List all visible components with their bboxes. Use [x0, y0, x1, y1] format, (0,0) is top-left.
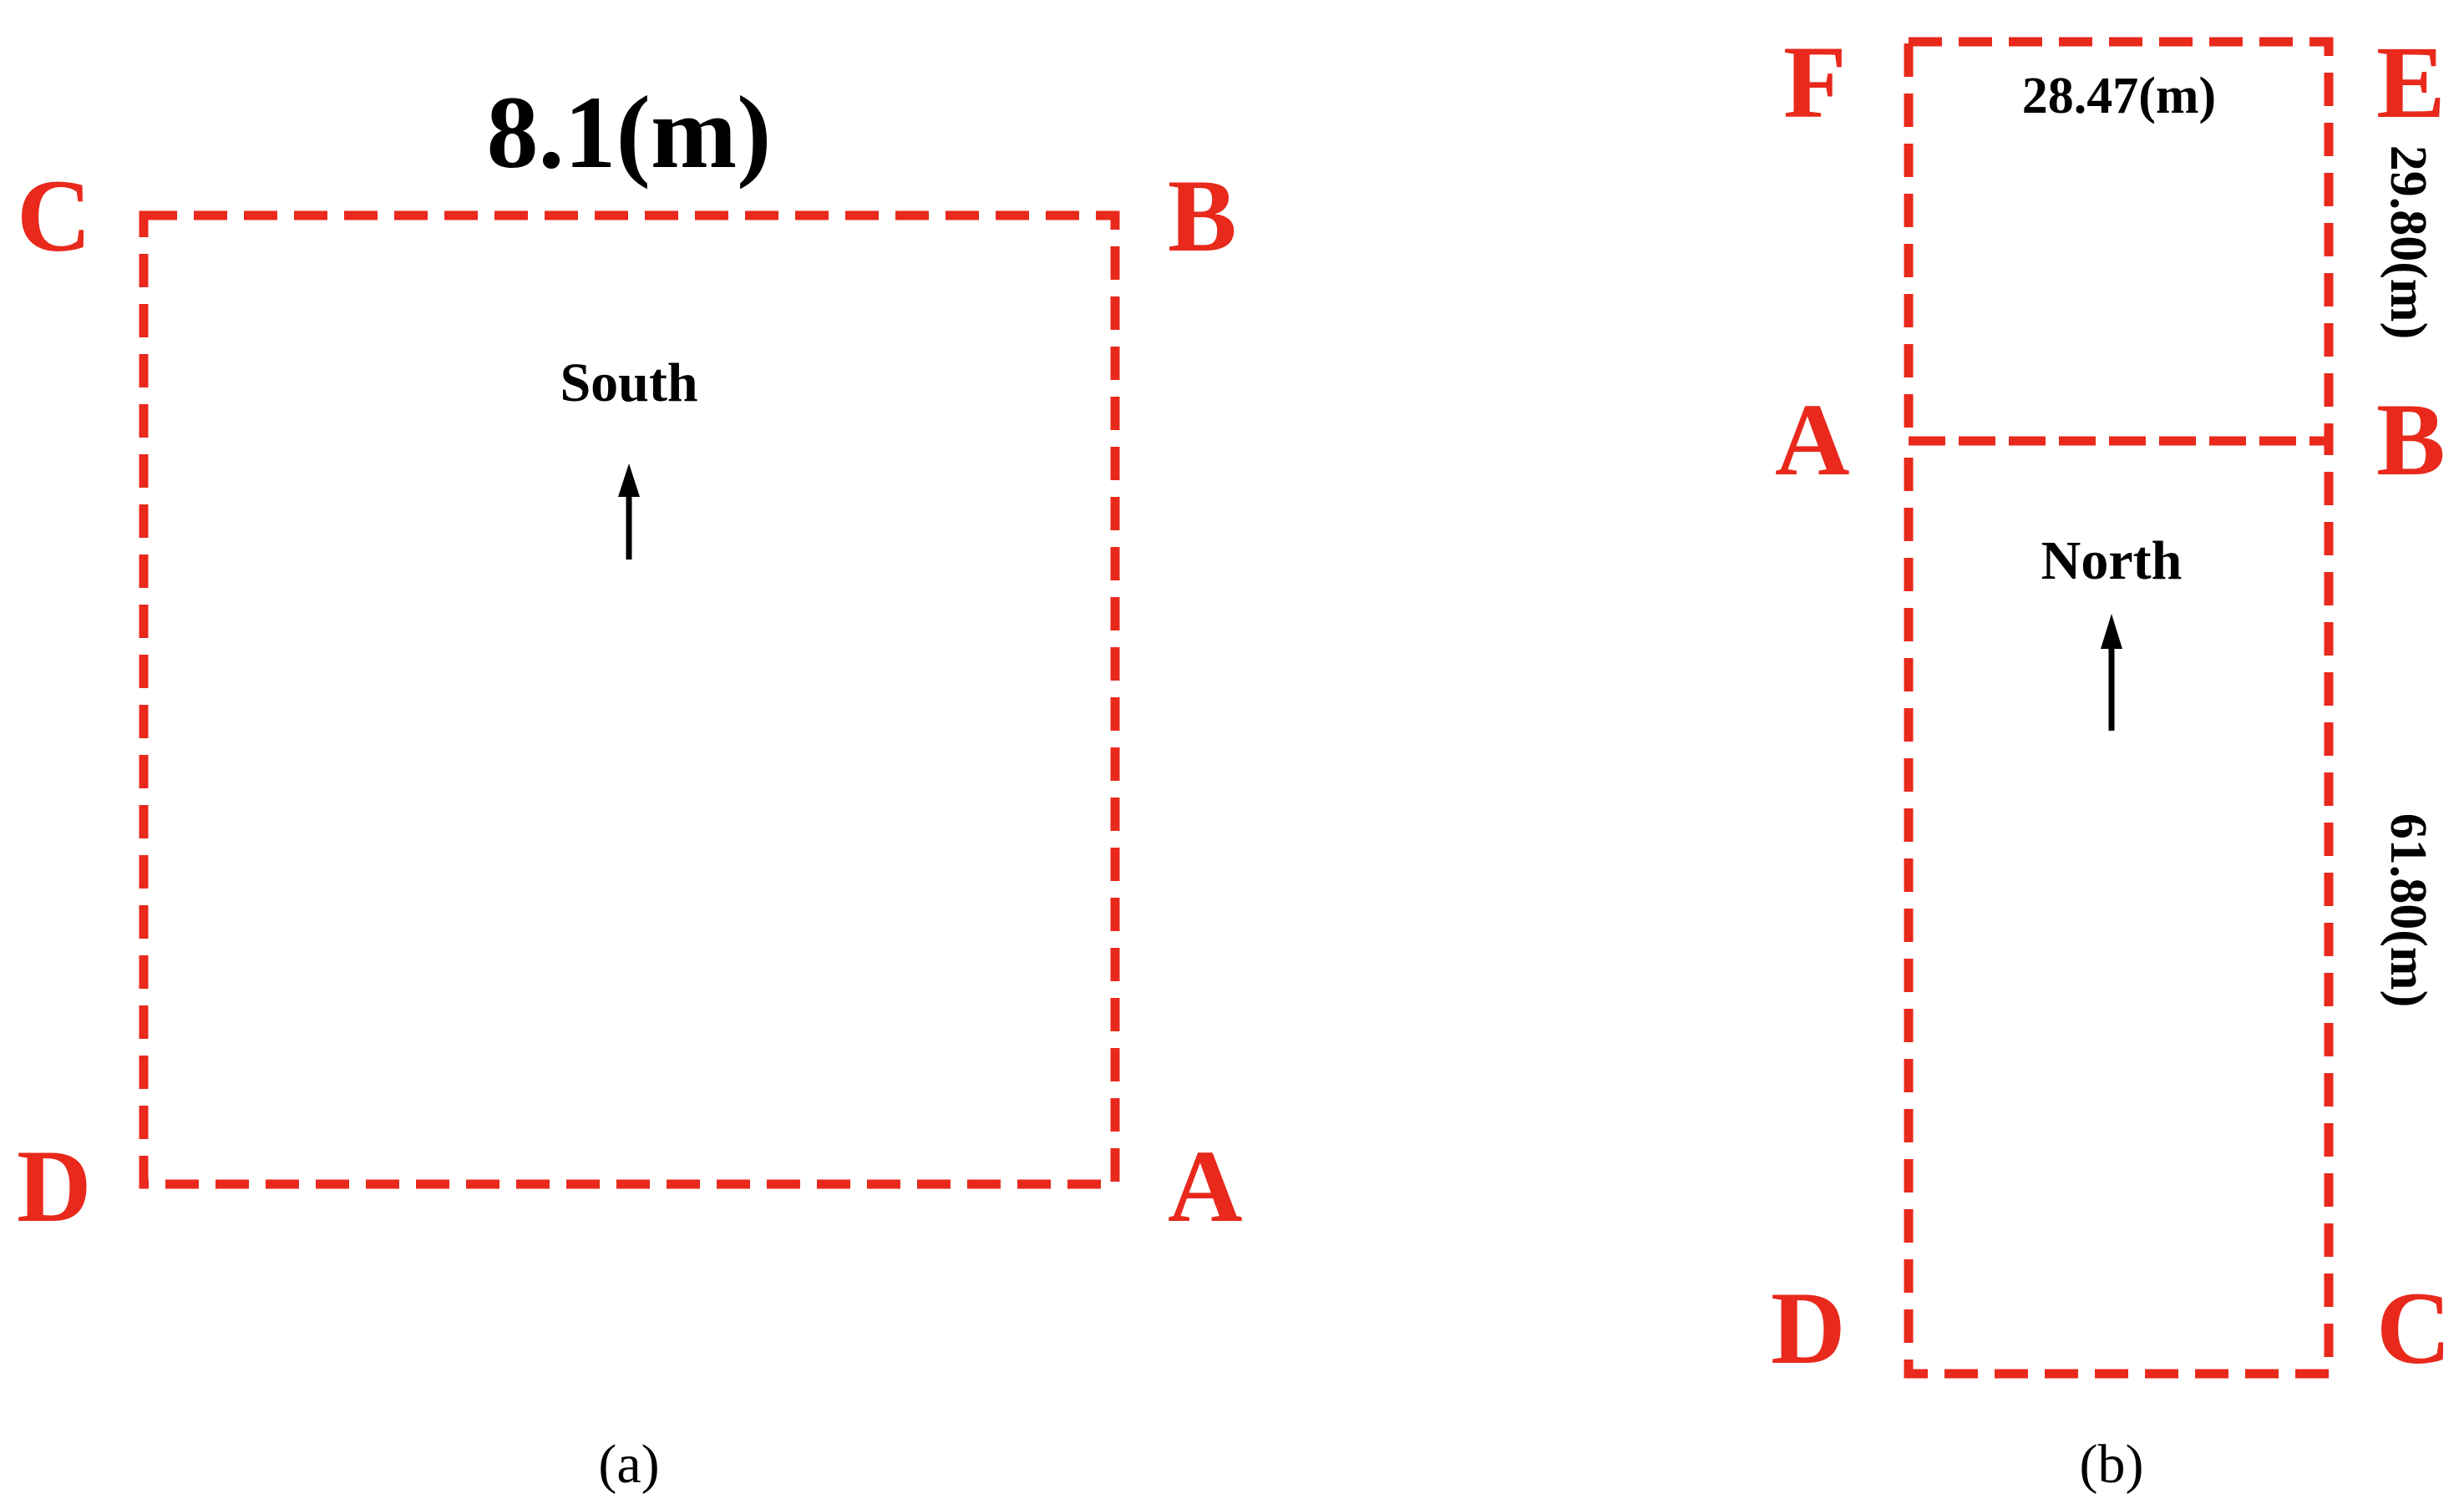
- panel-a-outline: [139, 210, 1120, 1189]
- panel-b-corner-a: A: [1775, 382, 1850, 497]
- panel-b-corner-f: F: [1783, 25, 1847, 139]
- panel-b-corner-b: B: [2376, 382, 2446, 497]
- panel-b-direction-label: North: [2041, 530, 2183, 591]
- panel-a-corner-d: D: [17, 1129, 92, 1243]
- panel-b-upper-right-dimension: 29.80(m): [2380, 145, 2436, 339]
- panel-a-corner-b: B: [1168, 159, 1237, 273]
- panel-b-lower-right-dimension: 61.80(m): [2380, 813, 2436, 1007]
- panel-a-corner-a: A: [1168, 1129, 1243, 1243]
- panel-a-top-dimension: 8.1(m): [487, 75, 772, 190]
- panel-a-corner-c: C: [17, 159, 92, 273]
- panel-b-caption: (b): [2080, 1434, 2144, 1495]
- panel-b-lower-outline: [1904, 436, 2334, 1379]
- arrow-up-icon: [2101, 614, 2122, 731]
- panel-b-corner-e: E: [2376, 25, 2446, 139]
- panel-b-corner-c: C: [2376, 1271, 2451, 1385]
- panel-a-caption: (a): [598, 1434, 659, 1495]
- panel-a: 8.1(m) C B D A South (a): [17, 75, 1243, 1495]
- panel-b: 28.47(m) 29.80(m) 61.80(m) F E A B D C N…: [1771, 25, 2451, 1495]
- arrow-up-icon: [618, 463, 640, 560]
- panel-b-top-dimension: 28.47(m): [2022, 68, 2216, 124]
- panel-b-corner-d: D: [1771, 1271, 1846, 1385]
- panel-a-direction-label: South: [560, 352, 697, 413]
